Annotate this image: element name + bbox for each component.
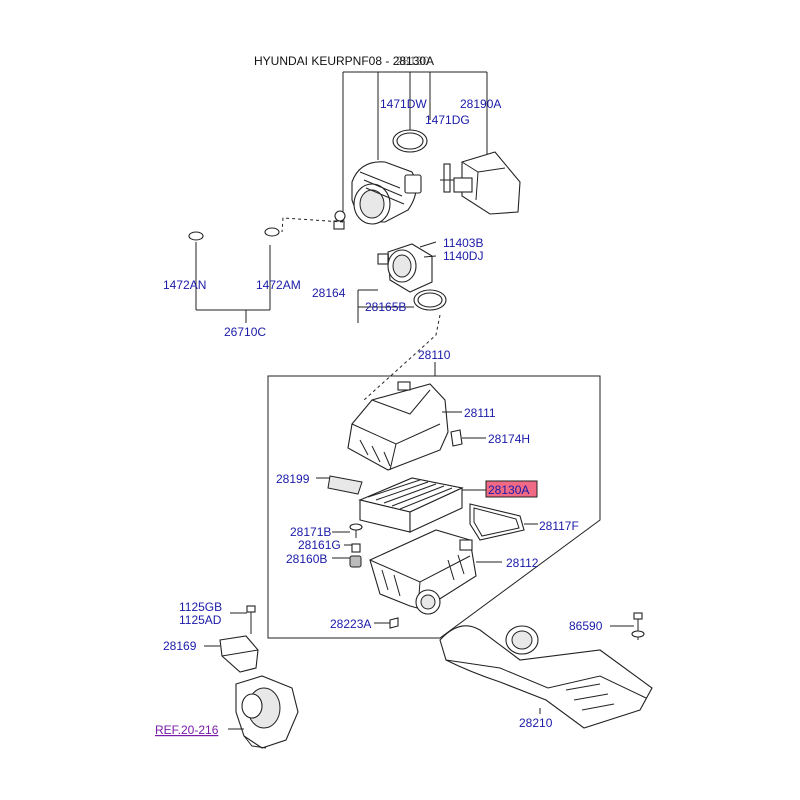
label-28171B[interactable]: 28171B [290, 525, 331, 539]
label-28223A[interactable]: 28223A [330, 617, 371, 631]
breather-hose [188, 227, 280, 277]
hose-clamp-1471DW [392, 129, 428, 153]
diagram-title: HYUNDAI KEURPNF08 - 28130A [254, 54, 434, 68]
label-1472AN[interactable]: 1472AN [163, 278, 206, 292]
label-28190A[interactable]: 28190A [460, 97, 501, 111]
upper-cover-28111 [347, 381, 449, 471]
label-28210[interactable]: 28210 [519, 716, 553, 730]
label-11403B[interactable]: 11403B [443, 236, 483, 250]
clamp-28174H [450, 429, 463, 447]
engine-mount [235, 675, 299, 749]
label-1472AM[interactable]: 1472AM [256, 278, 301, 292]
title-overlay-text: 28130 [396, 54, 430, 68]
label-86590[interactable]: 86590 [569, 619, 603, 633]
label-28160B[interactable]: 28160B [286, 552, 327, 566]
bracket-28169 [219, 635, 259, 673]
airflow-sensor-28164 [377, 241, 437, 293]
label-1471DW[interactable]: 1471DW [380, 97, 427, 111]
label-26710C[interactable]: 26710C [224, 325, 266, 339]
label-28112[interactable]: 28112 [506, 556, 539, 570]
bolt-28223A [389, 617, 399, 629]
label-1125AD[interactable]: 1125AD [179, 613, 222, 627]
intake-hose [351, 161, 422, 225]
label-28169[interactable]: 28169 [163, 639, 197, 653]
resonator-28190A [453, 151, 521, 215]
grommet-28161G [351, 543, 361, 553]
mount-28160B [349, 555, 362, 568]
air-duct-28210 [439, 625, 653, 729]
pin-28171B [349, 523, 363, 538]
dash-hose-link [281, 217, 344, 233]
filter-element-28130A [358, 477, 464, 533]
seal-28199 [327, 475, 363, 495]
bolt-1125GB [246, 605, 256, 634]
label-28117F[interactable]: 28117F [539, 519, 579, 533]
label-28161G[interactable]: 28161G [298, 538, 341, 552]
label-28110[interactable]: 28110 [418, 348, 451, 362]
bracket-26710C [195, 242, 271, 323]
bolt-86590 [631, 612, 645, 640]
assembly-frame-28110 [267, 375, 601, 639]
label-1125GB[interactable]: 1125GB [179, 600, 222, 614]
label-28165B[interactable]: 28165B [365, 300, 406, 314]
bolt-1471DG [440, 163, 454, 193]
label-28111[interactable]: 28111 [464, 406, 496, 420]
highlight-28130A [485, 480, 538, 498]
label-28164[interactable]: 28164 [312, 286, 346, 300]
label-ref-20-216[interactable]: REF.20-216 [155, 723, 219, 737]
label-28174H[interactable]: 28174H [488, 432, 530, 446]
lower-body-28112 [369, 529, 477, 615]
gasket-28117F [469, 503, 525, 541]
gasket-28165B [413, 289, 447, 311]
title-bracket [342, 71, 488, 222]
label-28130A[interactable]: 28130A [488, 483, 529, 497]
label-28199[interactable]: 28199 [276, 472, 310, 486]
leader-lines-box [316, 411, 538, 624]
small-clip [333, 210, 346, 230]
label-1471DG[interactable]: 1471DG [425, 113, 470, 127]
dash-sensor-link [363, 314, 441, 401]
label-1140DJ[interactable]: 1140DJ [443, 249, 483, 263]
